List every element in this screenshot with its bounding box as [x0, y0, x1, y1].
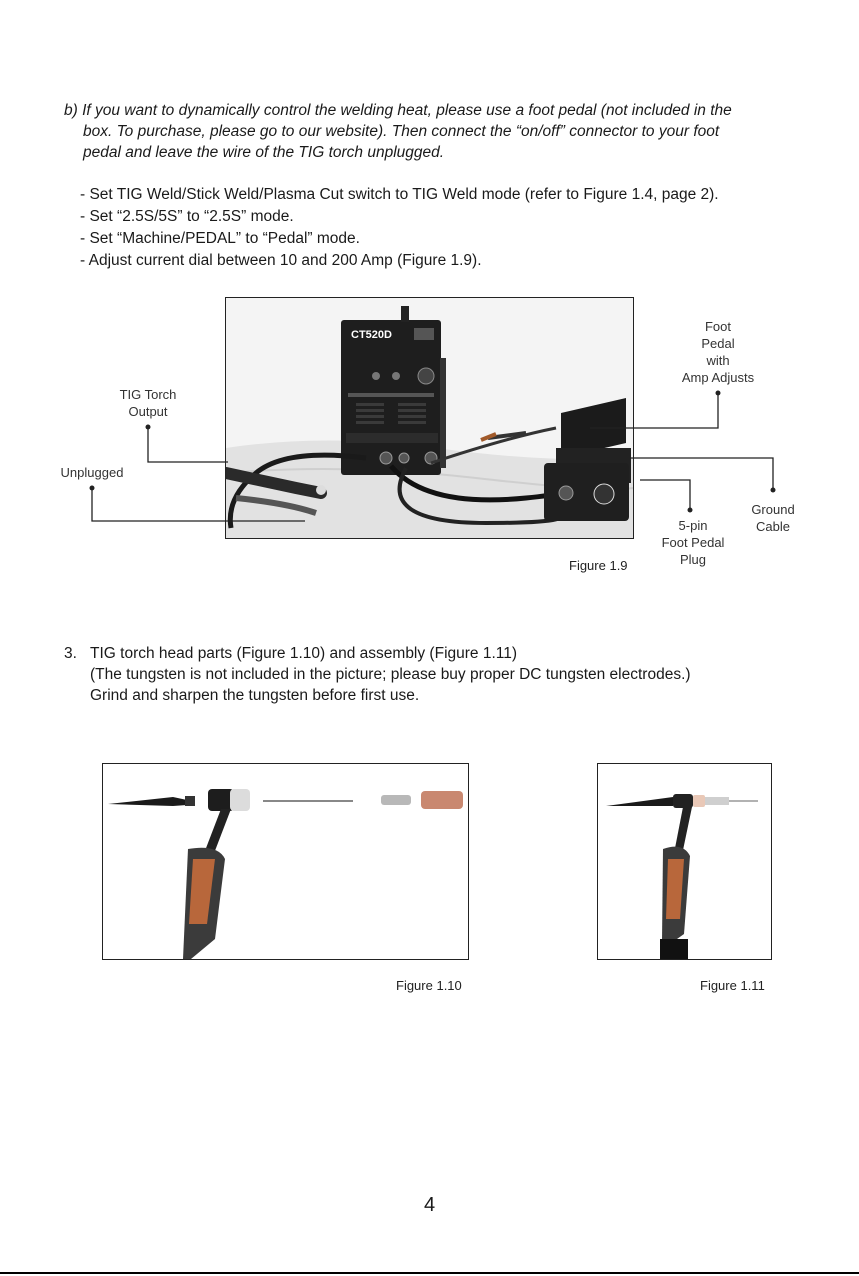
figure-1-11-photo — [597, 763, 772, 960]
intro-line-1: b) If you want to dynamically control th… — [64, 102, 732, 119]
foot-pedal-label: Foot Pedal with Amp Adjusts — [681, 319, 755, 385]
figure-1-11-caption: Figure 1.11 — [700, 978, 765, 993]
section-3-line-3: Grind and sharpen the tungsten before fi… — [90, 687, 420, 704]
section-3-line-2: (The tungsten is not included in the pic… — [90, 666, 691, 683]
step-item: - Adjust current dial between 10 and 200… — [80, 252, 482, 269]
steps-list: - Set TIG Weld/Stick Weld/Plasma Cut swi… — [80, 184, 820, 272]
intro-line-2: box. To purchase, please go to our websi… — [83, 123, 720, 140]
bottom-rule — [0, 1272, 859, 1274]
figure-1-10-caption: Figure 1.10 — [396, 978, 462, 993]
tig-torch-output-label: TIG Torch Output — [119, 387, 177, 419]
figure-1-9-caption: Figure 1.9 — [569, 558, 628, 573]
unplugged-label: Unplugged — [60, 465, 124, 480]
pin-plug-label: 5-pin Foot Pedal Plug — [661, 518, 725, 567]
machine-model-label: CT520D — [351, 329, 392, 341]
intro-paragraph: b) If you want to dynamically control th… — [64, 100, 804, 163]
callout-dot — [770, 487, 776, 493]
step-item: - Set “Machine/PEDAL” to “Pedal” mode. — [80, 230, 360, 247]
welding-setup-illustration: CT520D — [226, 298, 633, 538]
figure-1-10-photo — [102, 763, 469, 960]
section-number: 3. — [64, 645, 77, 662]
step-item: - Set TIG Weld/Stick Weld/Plasma Cut swi… — [80, 186, 719, 203]
callout-dot — [715, 390, 721, 396]
callout-dot — [145, 424, 151, 430]
section-3-line-1: TIG torch head parts (Figure 1.10) and a… — [90, 645, 518, 662]
torch-assembly-illustration — [598, 764, 771, 959]
callout-dot — [687, 507, 693, 513]
figure-1-9-callouts — [89, 390, 776, 522]
torch-parts-illustration — [103, 764, 468, 959]
intro-line-3: pedal and leave the wire of the TIG torc… — [83, 144, 445, 161]
step-item: - Set “2.5S/5S” to “2.5S” mode. — [80, 208, 294, 225]
section-3: 3. TIG torch head parts (Figure 1.10) and… — [64, 643, 824, 706]
figure-1-9-photo: CT520D — [225, 297, 634, 539]
callout-dot — [89, 485, 95, 491]
ground-cable-label: Ground Cable — [751, 502, 795, 534]
page-number: 4 — [423, 1194, 436, 1216]
